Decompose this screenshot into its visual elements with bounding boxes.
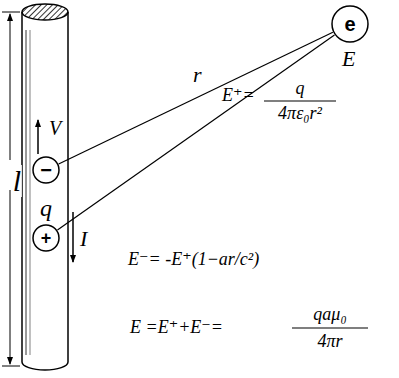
charge-sign: + [32, 224, 60, 252]
formula-label: 4πε₀r² [278, 104, 322, 122]
charge-circle: e [331, 5, 369, 43]
formula-label: E⁻= -E⁺(1−ar/c²) [128, 250, 259, 268]
formula-label: r [193, 64, 202, 86]
formula-label: 4πr [317, 332, 342, 350]
formula-label: V [49, 118, 61, 138]
distance-line [57, 35, 334, 230]
charge-circle: + [32, 224, 60, 252]
formula-label: l [12, 165, 22, 197]
formula-label: q [40, 196, 52, 220]
formula-label: E⁺= [222, 86, 255, 104]
charge-sign: e [331, 5, 369, 43]
formula-label: E [342, 48, 355, 70]
charge-sign: − [32, 156, 60, 184]
distance-line [59, 32, 333, 164]
formula-label: I [80, 228, 87, 250]
formula-label: q [296, 79, 305, 97]
charge-circle: − [32, 156, 60, 184]
formula-label: E =E⁺+E⁻= [130, 318, 223, 336]
formula-label: qaμ₀ [313, 305, 346, 323]
